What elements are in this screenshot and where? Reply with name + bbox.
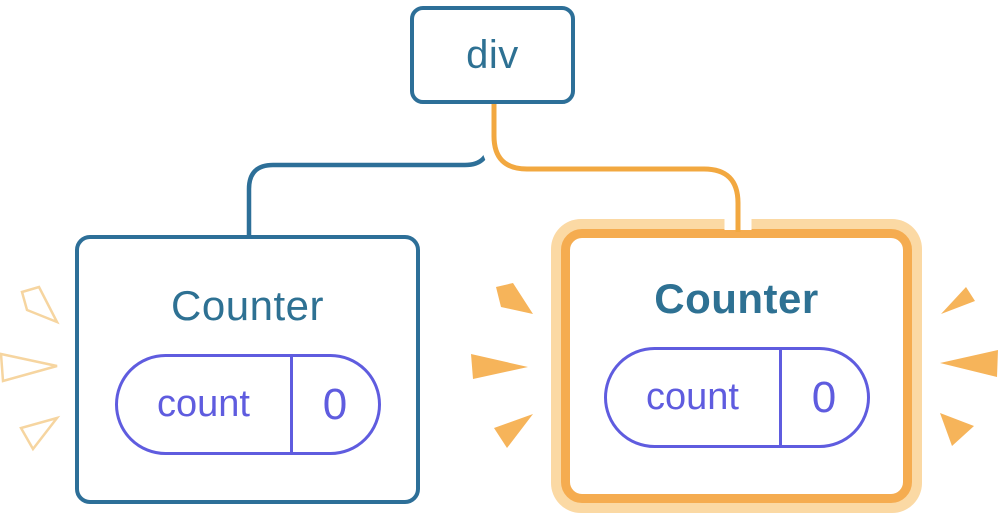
counter-node-left: Counter count 0 <box>75 235 420 504</box>
state-pill-left: count 0 <box>114 354 381 455</box>
burst-ray-icon <box>940 350 998 377</box>
burst-ray-icon <box>496 283 533 314</box>
state-pill-right: count 0 <box>603 347 870 448</box>
state-name-right: count <box>646 376 739 418</box>
counter-node-right: Counter count 0 <box>561 229 912 503</box>
burst-left-card <box>0 285 61 452</box>
burst-ray-icon <box>940 413 974 446</box>
counter-left-title: Counter <box>171 282 324 329</box>
root-node-div: div <box>410 6 575 104</box>
edge-highlight-casing <box>480 104 752 230</box>
burst-ray-icon <box>471 354 528 379</box>
counter-right-title: Counter <box>654 275 819 322</box>
burst-ray-icon <box>19 415 61 452</box>
burst-right-card-right <box>940 287 998 446</box>
state-value-right: 0 <box>811 372 837 422</box>
burst-ray-icon <box>20 285 60 325</box>
state-pill-left-value-cell: 0 <box>289 357 378 452</box>
edge-parent-to-right-child <box>491 104 741 232</box>
state-pill-left-name-cell: count <box>118 357 290 452</box>
edge-parent-to-left-child <box>246 104 492 239</box>
root-node-label: div <box>466 32 519 77</box>
state-value-left: 0 <box>322 379 348 429</box>
burst-ray-icon <box>0 352 58 383</box>
state-pill-right-name-cell: count <box>607 350 779 445</box>
burst-ray-icon <box>494 414 533 448</box>
counter-node-right-highlight-ring: Counter count 0 <box>551 219 922 513</box>
burst-ray-icon <box>941 287 975 314</box>
state-name-left: count <box>157 383 250 425</box>
state-pill-right-value-cell: 0 <box>778 350 867 445</box>
burst-right-card-left <box>471 283 533 448</box>
